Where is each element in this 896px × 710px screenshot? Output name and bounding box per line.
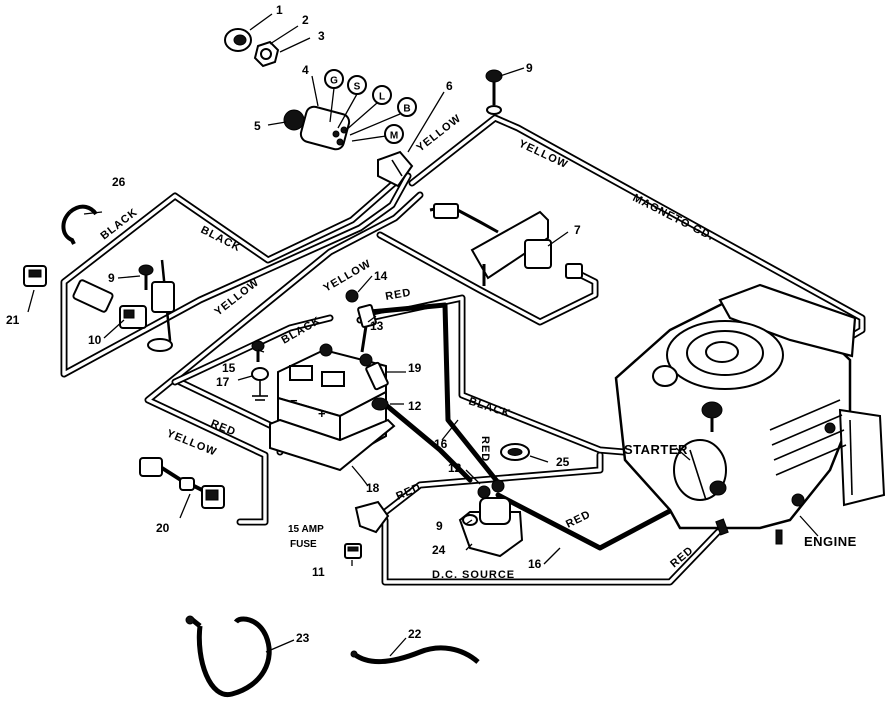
svg-text:B: B — [403, 104, 410, 115]
screw-part-9-top — [485, 69, 503, 115]
label-yellow-14: YELLOW — [322, 258, 374, 295]
label-black-right: BLACK — [467, 395, 512, 420]
screw-part-9-left — [138, 264, 154, 290]
wire-harness — [60, 114, 866, 586]
starter-solenoid — [458, 479, 524, 558]
washer-part — [253, 40, 280, 68]
label-red-16: RED — [564, 508, 593, 530]
callout-23: 23 — [296, 631, 310, 645]
terminal-bolt-15 — [251, 340, 265, 362]
callout-19: 19 — [408, 361, 422, 375]
label-magneto-gd: MAGNETO GD. — [631, 192, 716, 243]
callout-15: 15 — [222, 361, 236, 375]
callout-26: 26 — [112, 175, 126, 189]
callout-17: 17 — [216, 375, 230, 389]
battery-minus-symbol: − — [290, 393, 298, 408]
callout-16-battery: 16 — [434, 437, 448, 451]
battery-tray — [269, 418, 396, 472]
callout-13: 13 — [370, 319, 384, 333]
label-engine: ENGINE — [804, 534, 857, 549]
hex-nut-part — [224, 28, 252, 52]
wire-clip-part — [61, 204, 98, 245]
svg-text:S: S — [354, 82, 361, 93]
ground-terminal-17 — [251, 367, 269, 401]
callout-2: 2 — [302, 13, 309, 27]
battery-solenoid-cable — [377, 397, 473, 483]
label-fuse: FUSE — [290, 539, 317, 550]
ignition-switch-group: G S L B M — [224, 28, 417, 188]
callout-12-solenoid: 12 — [448, 461, 462, 475]
cable-terminal-19 — [365, 361, 389, 391]
label-dc-source: D.C. SOURCE — [432, 569, 515, 581]
battery: − + — [277, 343, 387, 464]
terminal-m: M — [384, 124, 404, 144]
engine — [614, 283, 886, 545]
switch-bracket — [147, 259, 175, 352]
label-red-13: RED — [384, 287, 412, 303]
fuse-harness-part — [139, 457, 225, 509]
seat-switch-part — [119, 305, 147, 329]
callout-7: 7 — [574, 223, 581, 237]
label-red-vertical: RED — [479, 436, 491, 462]
battery-plus-symbol: + — [318, 406, 326, 421]
label-starter: STARTER — [624, 442, 688, 457]
callout-6: 6 — [446, 79, 453, 93]
relay-bracket — [429, 203, 583, 286]
fuse-15-amp — [344, 543, 362, 559]
terminal-l: L — [372, 85, 392, 105]
callout-12-battery: 12 — [408, 399, 422, 413]
callout-numbers: 1 2 3 4 5 6 7 9 9 9 10 11 12 12 13 14 15… — [6, 3, 581, 645]
callout-3: 3 — [318, 29, 325, 43]
callout-4: 4 — [302, 63, 309, 77]
label-fuse-amp: 15 AMP — [288, 524, 324, 535]
label-red-solenoid: RED — [394, 481, 423, 503]
svg-text:L: L — [379, 92, 385, 103]
callout-9-left: 9 — [108, 271, 115, 285]
wire-harness-22 — [350, 645, 480, 665]
callout-9-solenoid: 9 — [436, 519, 443, 533]
callout-1: 1 — [276, 3, 283, 17]
callout-21: 21 — [6, 313, 20, 327]
terminal-b: B — [397, 97, 417, 117]
callout-9-top: 9 — [526, 61, 533, 75]
callout-22: 22 — [408, 627, 422, 641]
harness-plug — [72, 279, 114, 313]
callout-leaders — [27, 13, 819, 657]
callout-24: 24 — [432, 543, 446, 557]
black-ground-wire — [356, 294, 664, 459]
svg-text:G: G — [330, 76, 338, 87]
wire-connector-21 — [23, 265, 47, 287]
wire-harness-23 — [185, 615, 272, 697]
ignition-switch — [283, 105, 351, 151]
nut-12-battery — [371, 397, 389, 411]
callout-20: 20 — [156, 521, 170, 535]
grommet-part — [500, 443, 530, 461]
yellow-harness-wire — [144, 191, 424, 526]
callout-5: 5 — [254, 119, 261, 133]
component-labels: STARTER ENGINE D.C. SOURCE 15 AMP FUSE — [288, 442, 857, 581]
callout-10: 10 — [88, 333, 102, 347]
callout-16-starter: 16 — [528, 557, 542, 571]
red-battery-cable — [367, 302, 503, 488]
callout-11: 11 — [312, 565, 325, 579]
cable-terminal-13 — [345, 289, 377, 353]
switch-connector — [377, 150, 414, 188]
callout-18: 18 — [366, 481, 380, 495]
terminal-s: S — [347, 75, 367, 95]
callout-25: 25 — [556, 455, 570, 469]
terminal-g: G — [324, 69, 344, 89]
starter-motor — [673, 439, 727, 501]
svg-text:M: M — [390, 131, 398, 142]
fuse-holder — [354, 500, 390, 534]
callout-14: 14 — [374, 269, 388, 283]
